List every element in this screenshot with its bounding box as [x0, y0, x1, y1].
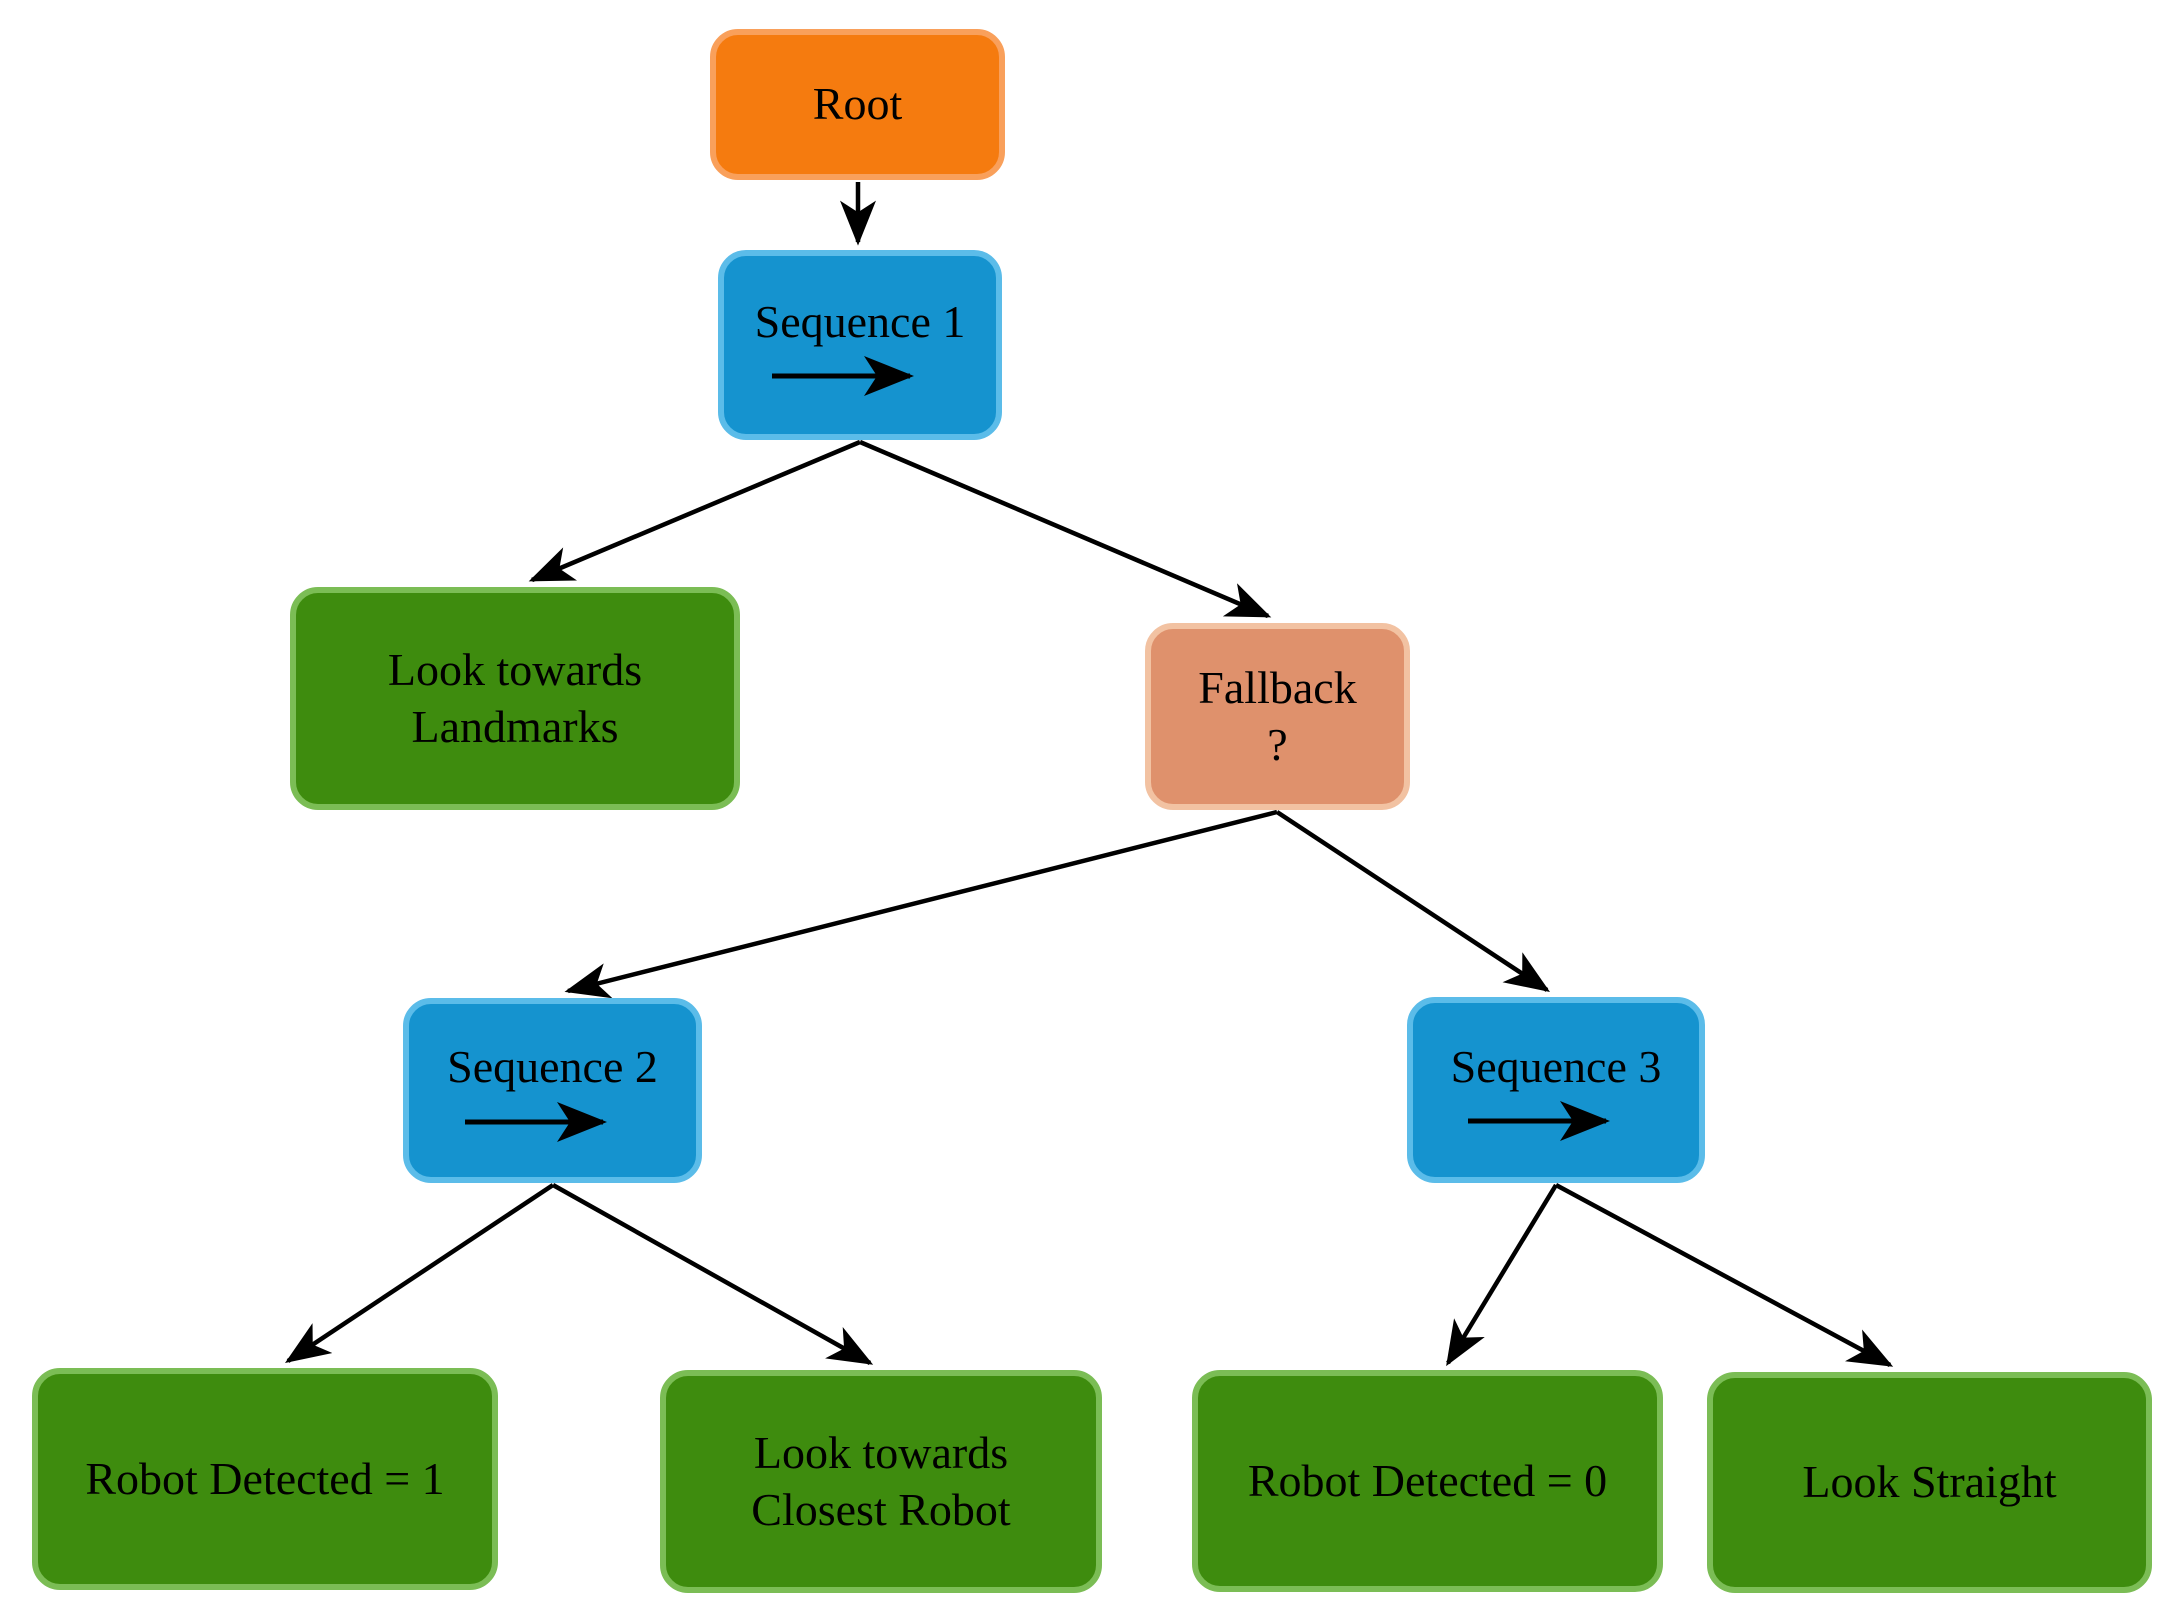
node-sequence-1-label: Sequence 1: [754, 295, 966, 347]
edge-sequence3-straight: [1554, 1183, 1894, 1367]
node-root: Root: [710, 29, 1005, 180]
edge-sequence3-rd0: [1446, 1183, 1558, 1367]
node-sequence-2: Sequence 2: [403, 998, 702, 1183]
node-look-straight: Look Straight: [1707, 1372, 2152, 1593]
node-sequence-3: Sequence 3: [1407, 997, 1705, 1183]
right-arrow-icon: [772, 356, 915, 397]
node-root-label: Root: [812, 78, 903, 130]
right-arrow-icon: [464, 1101, 607, 1142]
node-robot-detected-1: Robot Detected = 1: [32, 1368, 498, 1590]
edge-sequence1-fallback: [859, 439, 1272, 619]
node-sequence-2-label: Sequence 2: [447, 1041, 658, 1093]
edge-sequence2-rd1: [285, 1183, 555, 1363]
node-look-towards-landmarks: Look towards Landmarks: [290, 587, 740, 810]
node-look-towards-landmarks-label: Look towards Landmarks: [387, 644, 643, 752]
node-robot-detected-0-label: Robot Detected = 0: [1247, 1454, 1608, 1506]
node-look-towards-closest-robot: Look towards Closest Robot: [660, 1370, 1102, 1593]
right-arrow-icon: [1468, 1101, 1611, 1142]
edge-fallback-sequence3: [1275, 810, 1551, 992]
node-sequence-3-label: Sequence 3: [1450, 1040, 1662, 1092]
edge-sequence1-landmarks: [528, 439, 861, 583]
edge-fallback-sequence2: [564, 809, 1278, 999]
node-robot-detected-0: Robot Detected = 0: [1192, 1370, 1663, 1592]
node-fallback-label: Fallback ?: [1198, 662, 1357, 770]
node-fallback: Fallback ?: [1145, 623, 1410, 810]
node-look-towards-closest-robot-label: Look towards Closest Robot: [751, 1427, 1011, 1535]
node-sequence-1: Sequence 1: [718, 250, 1002, 440]
edge-sequence2-closest: [551, 1183, 874, 1365]
node-look-straight-label: Look Straight: [1802, 1456, 2057, 1508]
node-robot-detected-1-label: Robot Detected = 1: [85, 1452, 445, 1504]
